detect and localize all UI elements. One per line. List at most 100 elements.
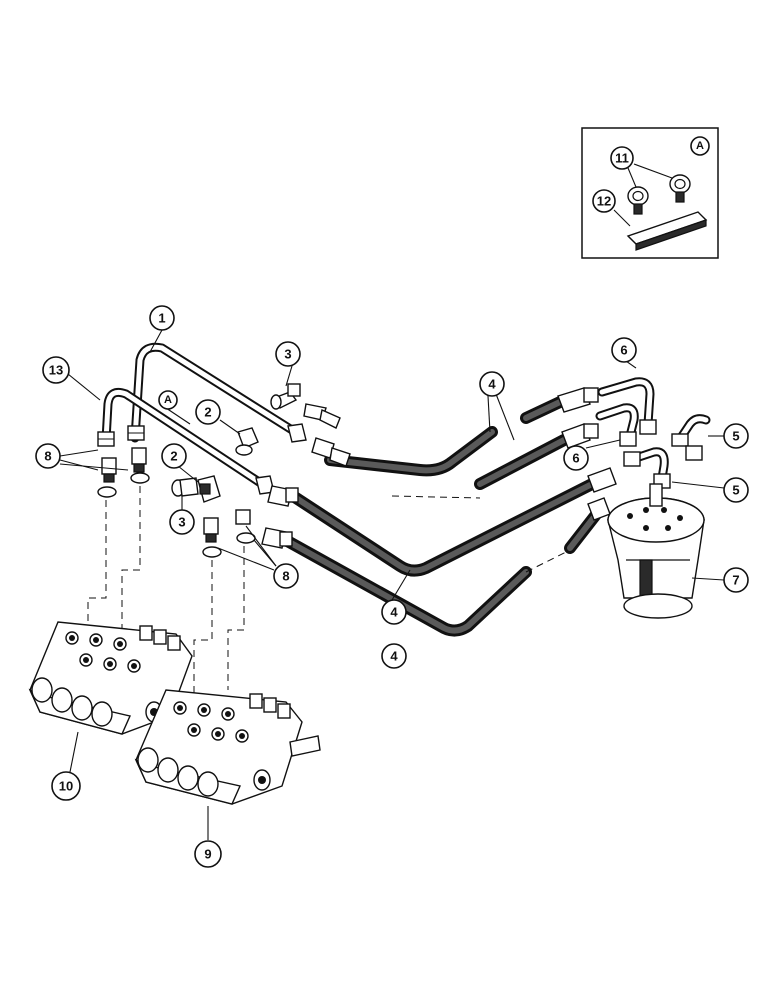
inset-clamp-2 bbox=[669, 174, 691, 203]
hose-end-middle-right bbox=[587, 467, 617, 493]
callout-6-lower-label: 6 bbox=[572, 451, 579, 466]
elbow-6-upper bbox=[597, 377, 657, 435]
callout-4-upper: 4 bbox=[479, 371, 505, 397]
detail-a-inset-label: A bbox=[696, 140, 704, 152]
elbow-fitting-3-lower bbox=[171, 477, 199, 497]
fitting-tube1-end bbox=[287, 423, 307, 443]
leader-10 bbox=[69, 731, 79, 773]
align-line-4 bbox=[227, 546, 245, 690]
callout-5-lower-label: 5 bbox=[732, 483, 739, 498]
callout-3-upper: 3 bbox=[275, 341, 301, 367]
hose-continuation-2 bbox=[525, 551, 567, 573]
leader-8b-1 bbox=[217, 547, 275, 571]
fitting-5-upper bbox=[671, 414, 711, 461]
swivel-manifold-7 bbox=[607, 483, 705, 619]
o-ring-8-c bbox=[202, 546, 222, 558]
leader-13 bbox=[67, 373, 101, 401]
align-line-2 bbox=[121, 486, 141, 628]
fitting-2-lower bbox=[197, 475, 221, 503]
leader-1 bbox=[149, 329, 163, 353]
hose-lower bbox=[276, 532, 532, 637]
fitting-tube1-nut bbox=[127, 425, 145, 441]
callout-6-upper: 6 bbox=[611, 337, 637, 363]
callout-1-label: 1 bbox=[158, 311, 165, 326]
callout-8-right: 8 bbox=[273, 563, 299, 589]
adapter-8-d bbox=[235, 509, 251, 525]
callout-9: 9 bbox=[194, 840, 222, 868]
callout-7-label: 7 bbox=[732, 573, 739, 588]
hose-continuation-1 bbox=[391, 495, 481, 499]
fitting-tube13-nut bbox=[97, 431, 115, 447]
align-line-1 bbox=[87, 500, 107, 640]
callout-3-lower: 3 bbox=[169, 509, 195, 535]
callout-4-low: 4 bbox=[381, 643, 407, 669]
callout-10-label: 10 bbox=[59, 779, 73, 794]
callout-12-label: 12 bbox=[597, 194, 611, 209]
hose-end-lower-left bbox=[261, 527, 293, 549]
hose-end-middle-left bbox=[267, 485, 299, 507]
callout-11-label: 11 bbox=[615, 151, 629, 166]
callout-5-lower: 5 bbox=[723, 477, 749, 503]
o-ring-8-a bbox=[97, 486, 117, 498]
hose-upper-1 bbox=[324, 426, 498, 477]
callout-4-low-label: 4 bbox=[390, 649, 398, 664]
callout-2-lower: 2 bbox=[161, 443, 187, 469]
callout-4-mid: 4 bbox=[381, 599, 407, 625]
elbow-6-lower bbox=[595, 403, 639, 447]
leader-a bbox=[165, 407, 191, 425]
callout-10: 10 bbox=[51, 771, 81, 801]
leader-8a-3 bbox=[59, 463, 129, 471]
leader-3-upper bbox=[285, 365, 293, 387]
callout-4-mid-label: 4 bbox=[390, 605, 398, 620]
elbow-fitting-3-upper bbox=[270, 383, 301, 410]
callout-detail-a: A bbox=[158, 390, 178, 410]
callout-1: 1 bbox=[149, 305, 175, 331]
hose-upper-2 bbox=[520, 396, 566, 424]
leader-6-lower bbox=[585, 439, 621, 449]
o-ring-8-b bbox=[130, 472, 150, 484]
detail-a-inset: 11 12 A bbox=[581, 127, 719, 259]
hose-end-upper-left-1 bbox=[303, 403, 341, 429]
callout-6-upper-label: 6 bbox=[620, 343, 627, 358]
detail-a-label: A bbox=[164, 394, 172, 406]
hose-short-2 bbox=[474, 434, 570, 490]
callout-9-label: 9 bbox=[204, 847, 211, 862]
callout-8-left-label: 8 bbox=[44, 449, 51, 464]
hose-end-upper-right-2 bbox=[561, 423, 599, 449]
tube-1 bbox=[130, 342, 297, 443]
leader-4-mid bbox=[391, 569, 411, 601]
callout-7: 7 bbox=[723, 567, 749, 593]
leader-2-upper bbox=[219, 419, 241, 435]
hose-middle bbox=[284, 476, 602, 577]
adapter-8-a bbox=[101, 457, 117, 483]
callout-6-lower: 6 bbox=[563, 445, 589, 471]
callout-2-upper: 2 bbox=[195, 399, 221, 425]
adapter-8-b bbox=[131, 447, 147, 473]
leader-8a-2 bbox=[59, 459, 99, 471]
control-valve-9 bbox=[134, 689, 321, 805]
inset-clamp-1 bbox=[627, 186, 649, 215]
callout-5-upper-label: 5 bbox=[732, 429, 739, 444]
callout-13-label: 13 bbox=[49, 363, 63, 378]
callout-13: 13 bbox=[42, 356, 70, 384]
callout-3-upper-label: 3 bbox=[284, 347, 291, 362]
callout-12: 12 bbox=[592, 189, 616, 213]
callout-3-lower-label: 3 bbox=[178, 515, 185, 530]
leader-4-upper-b bbox=[495, 393, 515, 441]
leader-2-lower bbox=[177, 465, 199, 483]
fitting-2-upper bbox=[235, 427, 259, 456]
tube-13 bbox=[101, 387, 267, 489]
callout-8-left: 8 bbox=[35, 443, 61, 469]
leader-7 bbox=[691, 577, 725, 581]
inset-rail bbox=[626, 211, 708, 251]
callout-4-upper-label: 4 bbox=[488, 377, 496, 392]
callout-2-lower-label: 2 bbox=[170, 449, 177, 464]
hose-end-upper-right-1 bbox=[557, 387, 599, 413]
callout-8-right-label: 8 bbox=[282, 569, 289, 584]
leader-8b-3 bbox=[253, 539, 277, 567]
align-line-3 bbox=[193, 560, 213, 700]
control-valve-10 bbox=[28, 621, 193, 735]
callout-5-upper: 5 bbox=[723, 423, 749, 449]
adapter-8-c bbox=[203, 517, 219, 543]
